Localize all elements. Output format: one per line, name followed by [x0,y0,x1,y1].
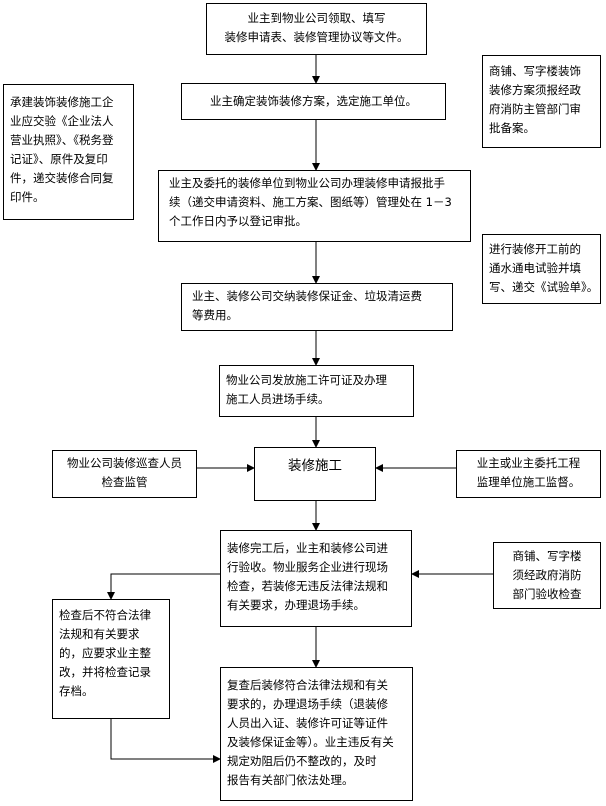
step7-line-6: 报告有关部门依法处理。 [227,773,354,787]
fire-acceptance-line-3: 部门验收检查 [512,587,582,601]
pre-construction-test-box: 进行装修开工前的 通水通电试验并填 写、递交《试验单》。 [482,234,601,304]
step3-line-3: 个工作日内予以登记审批。 [169,214,307,228]
step7-line-2: 要求的，办理退场手续（退装修 [227,697,388,711]
inspection-staff-line-2: 检查监管 [101,475,148,489]
fire-acceptance-line-2: 须经政府消防 [512,568,582,582]
supervision-line-2: 监理单位施工监督。 [476,475,581,489]
step7-line-4: 及装修保证金等）。业主违反有关 [227,735,394,749]
step4-line-1: 业主、装修公司交纳装修保证金、垃圾清运费 [192,289,422,303]
step4-box: 业主、装修公司交纳装修保证金、垃圾清运费 等费用。 [181,283,453,331]
step7-line-1: 复查后装修符合法律法规和有关 [227,678,388,692]
step6-line-2: 行验收。物业服务企业进行现场 [227,560,388,574]
step1-box: 业主到物业公司领取、填写 装修申请表、装修管理协议等文件。 [206,3,427,55]
step6-line-4: 有关要求，办理退场手续。 [227,598,365,612]
test-line-1: 进行装修开工前的 [489,242,581,256]
fire-approval-line-1: 商铺、写字楼装饰 [489,64,581,78]
non-compliance-line-2: 法规和有关要求 [59,627,140,641]
arrow-step6-to-leftlow [107,573,220,600]
fire-approval-line-3: 府消防主管部门审 [489,102,581,116]
contractor-line-1: 承建装饰装修施工企 [10,95,114,109]
step3-line-2: 续（递交申请资料、施工方案、图纸等）管理处在 1－3 [169,195,452,209]
non-compliance-box: 检查后不符合法律 法规和有关要求 的，应要求业主整 改，并将检查记录 存档。 [52,599,170,719]
renovation-construction-box: 装修施工 [254,447,376,501]
step6-line-3: 检查，若装修无违反法律法规和 [227,579,388,593]
fire-approval-line-4: 批备案。 [489,121,535,135]
step3-line-1: 业主及委托的装修单位到物业公司办理装修申请报批手 [169,176,445,190]
step6-line-1: 装修完工后，业主和装修公司进 [227,541,388,555]
non-compliance-line-4: 改，并将检查记录 [59,665,151,679]
step4-line-2: 等费用。 [192,308,238,322]
step2-box: 业主确定装饰装修方案，选定施工单位。 [181,83,446,120]
contractor-line-5: 件，递交装修合同复 [10,171,114,185]
step7-line-5: 规定劝阻后仍不整改的，及时 [227,754,377,768]
step3-box: 业主及委托的装修单位到物业公司办理装修申请报批手 续（递交申请资料、施工方案、图… [158,170,471,242]
step7-line-3: 人员出入证、装修许可证等证件 [227,716,388,730]
contractor-line-6: 印件。 [10,190,45,204]
non-compliance-line-1: 检查后不符合法律 [59,608,151,622]
contractor-line-3: 营业执照》、《税务登 [10,133,114,147]
fire-approval-line-2: 装修方案须报经政 [489,83,581,97]
supervision-box: 业主或业主委托工程 监理单位施工监督。 [456,450,601,498]
step1-line-1: 业主到物业公司领取、填写 [247,11,386,25]
step6-box: 装修完工后，业主和装修公司进 行验收。物业服务企业进行现场 检查，若装修无违反法… [220,530,412,627]
non-compliance-line-5: 存档。 [59,684,94,698]
step5-line-2: 施工人员进场手续。 [226,392,330,406]
non-compliance-line-3: 的，应要求业主整 [59,646,151,660]
test-line-2: 通水通电试验并填 [489,261,581,275]
supervision-line-1: 业主或业主委托工程 [476,456,581,470]
arrow-leftlow-to-step7 [110,719,221,763]
renovation-construction-label: 装修施工 [288,458,342,474]
fire-acceptance-box: 商铺、写字楼 须经政府消防 部门验收检查 [493,542,601,609]
step7-box: 复查后装修符合法律法规和有关 要求的，办理退场手续（退装修 人员出入证、装修许可… [220,667,413,801]
step2-line-1: 业主确定装饰装修方案，选定施工单位。 [210,94,417,108]
step5-box: 物业公司发放施工许可证及办理 施工人员进场手续。 [219,365,414,417]
contractor-documents-box: 承建装饰装修施工企 业应交验《企业法人 营业执照》、《税务登 记证》、原件及复印… [3,84,134,220]
test-line-3: 写、递交《试验单》。 [489,280,599,294]
step5-line-1: 物业公司发放施工许可证及办理 [226,373,387,387]
fire-approval-box: 商铺、写字楼装饰 装修方案须报经政 府消防主管部门审 批备案。 [482,55,601,148]
step1-line-2: 装修申请表、装修管理协议等文件。 [224,30,409,44]
contractor-line-4: 记证》、原件及复印 [10,152,108,166]
fire-acceptance-line-1: 商铺、写字楼 [512,549,582,563]
inspection-staff-line-1: 物业公司装修巡查人员 [67,456,182,470]
inspection-staff-box: 物业公司装修巡查人员 检查监管 [52,450,197,498]
contractor-line-2: 业应交验《企业法人 [10,114,114,128]
